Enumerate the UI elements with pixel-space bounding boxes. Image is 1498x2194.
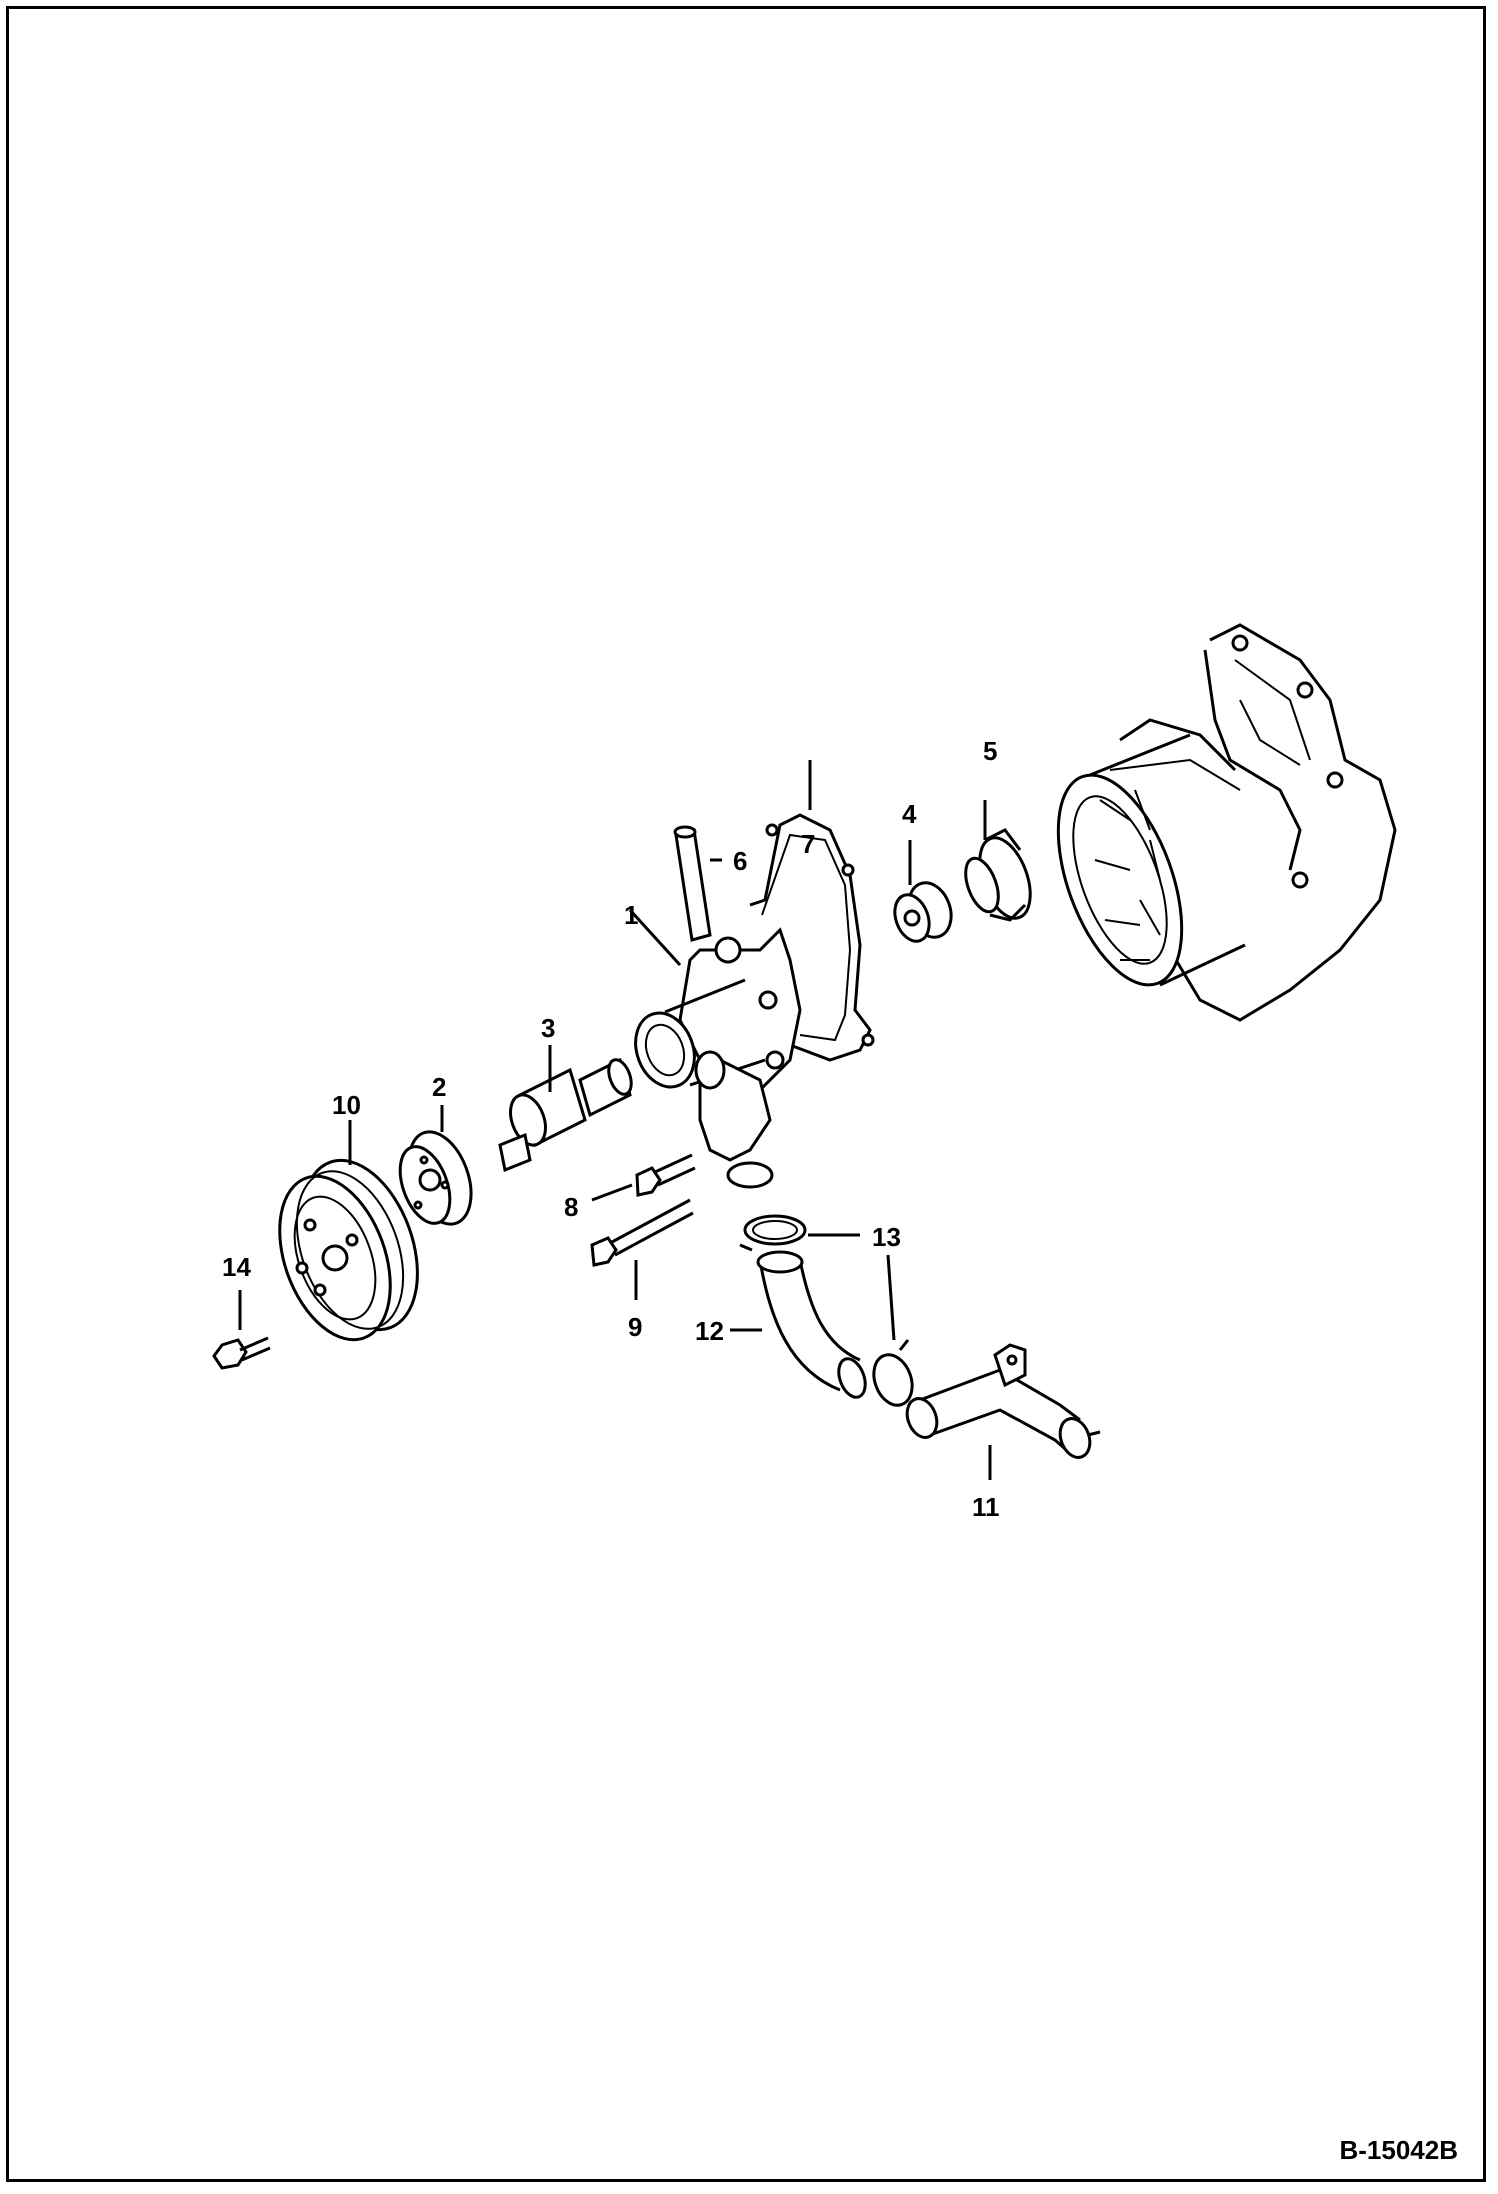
part-10-pulley <box>278 1120 419 1342</box>
part-4-seal <box>893 840 953 943</box>
part-14-bolt <box>212 1290 271 1370</box>
part-9-long-bolt <box>590 1198 694 1300</box>
callout-6: 6 <box>733 846 747 876</box>
callout-8: 8 <box>564 1192 578 1222</box>
part-1-pump-body <box>628 908 802 1189</box>
callout-4: 4 <box>902 799 917 829</box>
callout-13: 13 <box>872 1222 901 1252</box>
part-2-flange <box>398 1105 473 1226</box>
callout-12: 12 <box>695 1316 724 1346</box>
impeller-housing <box>1056 733 1246 987</box>
part-3-bearing-shaft <box>498 1045 633 1173</box>
callout-3: 3 <box>541 1013 555 1043</box>
part-6-pipe <box>673 825 722 942</box>
callout-9: 9 <box>628 1312 642 1342</box>
engine-block <box>1109 623 1397 1022</box>
part-7-gasket <box>749 760 875 1062</box>
callout-10: 10 <box>332 1090 361 1120</box>
callout-7: 7 <box>801 829 815 859</box>
part-13-hose-clamps <box>739 1214 914 1407</box>
callout-1: 1 <box>624 900 638 930</box>
callout-11: 11 <box>972 1492 1000 1522</box>
callout-2: 2 <box>432 1072 446 1102</box>
part-11-water-pipe <box>905 1343 1101 1480</box>
part-5-impeller <box>964 800 1032 922</box>
callout-14: 14 <box>222 1252 251 1282</box>
callout-5: 5 <box>983 736 997 766</box>
document-id: B-15042B <box>1339 2135 1458 2165</box>
part-12-hose <box>730 1250 867 1399</box>
part-8-short-bolt <box>591 1153 696 1202</box>
